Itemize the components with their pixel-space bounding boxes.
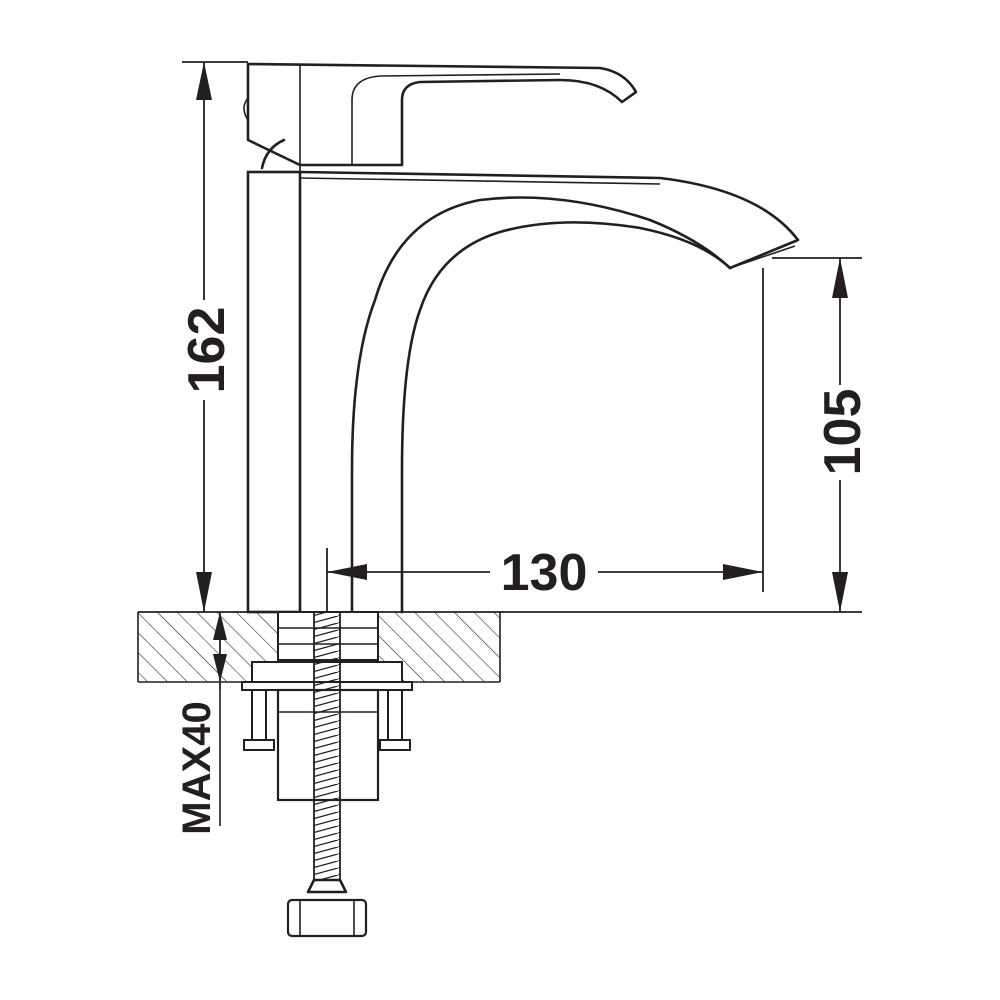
dimension-max-thickness: MAX40 <box>175 612 227 835</box>
spout-height-label: 105 <box>814 389 872 476</box>
dimension-height-total: 162 <box>178 61 248 612</box>
lever-handle <box>243 62 638 172</box>
height-total-label: 162 <box>178 307 236 394</box>
faucet-body <box>246 170 800 614</box>
dimension-spout-reach: 130 <box>327 268 764 602</box>
max-thickness-label: MAX40 <box>175 701 219 834</box>
mounting-hardware <box>241 548 413 938</box>
spout-reach-label: 130 <box>501 544 588 602</box>
dimension-spout-height: 105 <box>772 257 872 612</box>
countertop-section <box>137 611 862 683</box>
